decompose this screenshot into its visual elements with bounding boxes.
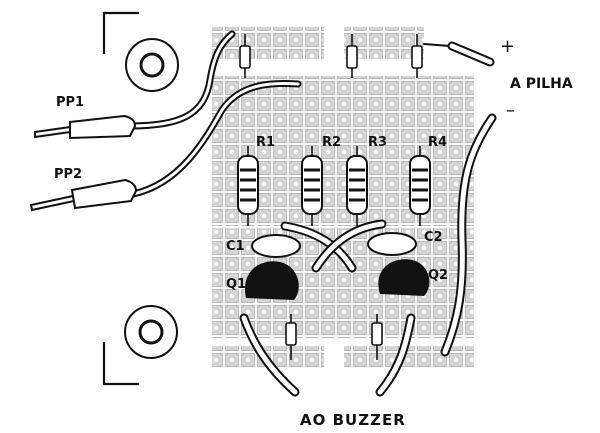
resistor-r3: [346, 155, 368, 215]
board-bottom-right-pads: [344, 346, 474, 368]
probe-pp1: [34, 114, 137, 140]
capacitor-c2: [367, 232, 417, 256]
jumper-bodies: [239, 45, 423, 346]
resistor-r1: [237, 155, 259, 215]
label-battery: A PILHA: [510, 76, 573, 92]
mounting-hole-top: [125, 38, 179, 92]
probe-pp2: [29, 178, 138, 212]
wire-buzzer-right: [375, 313, 416, 397]
resistor-r4: [409, 155, 431, 215]
wire-pp2: [129, 79, 302, 198]
jumper-bottom-2-body: [371, 322, 383, 346]
enclosure-corner-bottom: [102, 342, 139, 386]
label-c2: C2: [424, 230, 443, 245]
label-q1: Q1: [226, 277, 246, 292]
enclosure-corners: [102, 11, 139, 386]
label-r3: R3: [368, 135, 387, 150]
jumper-top-3-body: [411, 45, 423, 69]
label-buzzer: AO BUZZER: [300, 411, 406, 429]
perfboard: [212, 27, 474, 368]
resistors: [237, 155, 431, 215]
label-pp2: PP2: [54, 167, 82, 182]
capacitors: [251, 232, 417, 258]
label-c1: C1: [226, 239, 245, 254]
transistor-q2: [378, 259, 430, 296]
crossing-wires: [280, 219, 387, 273]
label-positive: +: [500, 36, 515, 57]
jumper-bottom-1-body: [285, 322, 297, 346]
wire-buzzer-left: [239, 313, 300, 397]
enclosure-corner-top: [102, 11, 139, 54]
wire-battery-negative: [440, 113, 497, 357]
cross-wire-1: [280, 221, 357, 273]
transistors: [244, 259, 430, 300]
resistor-r2: [301, 155, 323, 215]
label-q2: Q2: [428, 268, 448, 283]
probe-wires: [126, 30, 302, 198]
board-top-left-pads: [212, 27, 324, 59]
label-pp1: PP1: [56, 95, 84, 110]
external-wires: [239, 41, 497, 397]
jumper-top-2-body: [346, 45, 358, 69]
label-r1: R1: [256, 135, 275, 150]
capacitor-c1: [251, 234, 301, 258]
label-r4: R4: [428, 135, 447, 150]
mounting-hole-bottom: [124, 305, 178, 359]
labels: PP1 PP2 R1 R2 R3 R4 C1 C2 Q1 Q2 + – A PI…: [54, 36, 573, 429]
wire-battery-positive: [423, 41, 495, 67]
cross-wire-2: [311, 219, 387, 273]
transistor-q1: [244, 261, 299, 300]
label-r2: R2: [322, 135, 341, 150]
mounting-holes: [124, 38, 179, 359]
label-negative: –: [506, 100, 515, 121]
jumper-top-1-body: [239, 45, 251, 69]
wire-pp1: [126, 30, 236, 130]
